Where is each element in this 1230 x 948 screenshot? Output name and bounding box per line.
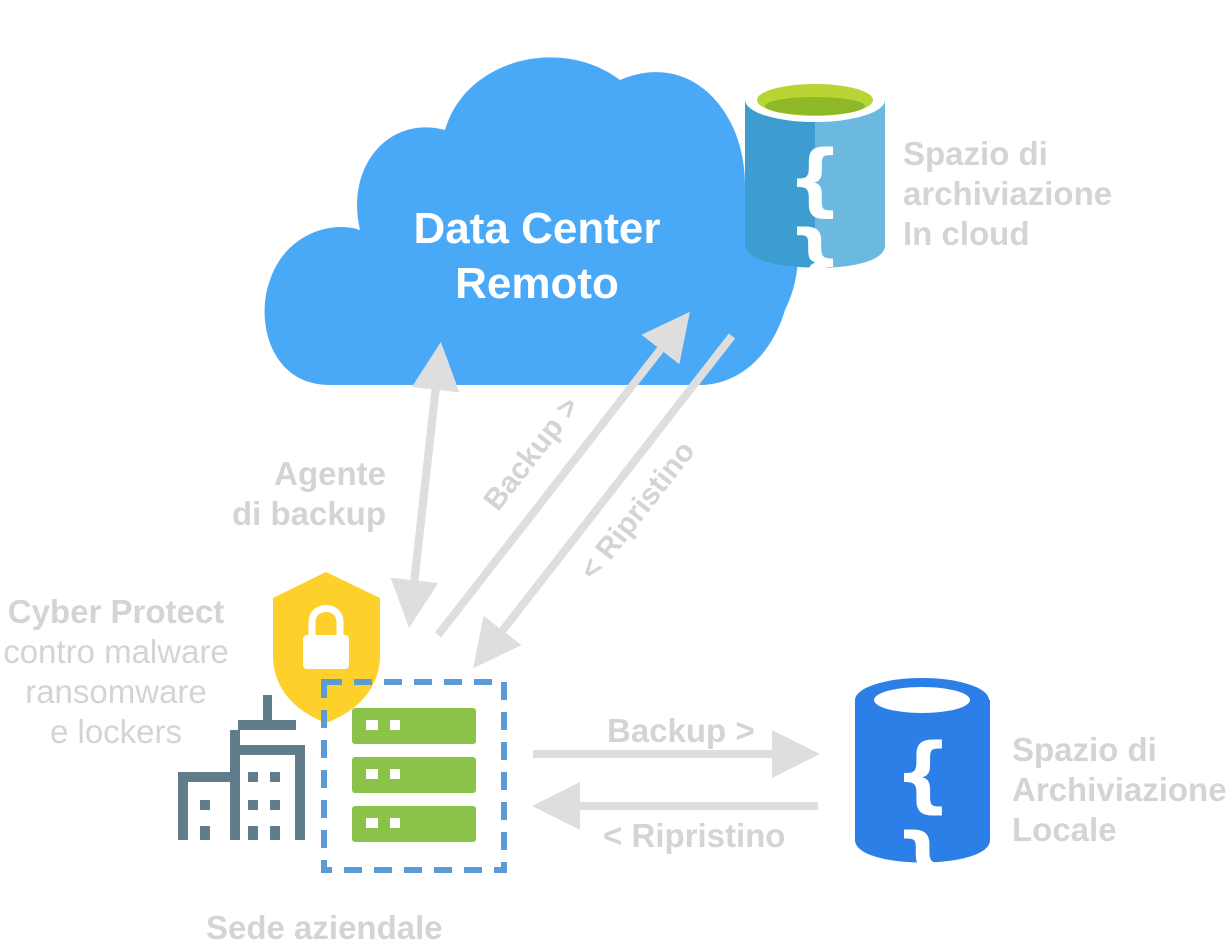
site-label: Sede aziendale	[206, 909, 443, 946]
local-db-braces: { }	[893, 727, 953, 912]
cloud-storage-line1: Spazio di	[903, 135, 1048, 172]
cyber-protect-label: Cyber Protect contro malware ransomware …	[0, 592, 232, 752]
cloud-title-line1: Data Center	[413, 204, 661, 253]
agent-line1: Agente	[274, 455, 386, 492]
cloud-storage-line2: archiviazione	[903, 175, 1113, 212]
arrows	[390, 311, 820, 830]
cloud-database-icon	[745, 78, 885, 268]
dashed-boundary	[321, 679, 507, 873]
cloud-title-line2: Remoto	[455, 259, 619, 308]
agent-arrow-down	[390, 349, 444, 628]
cloud-db-braces: { }	[787, 135, 843, 305]
agent-line2: di backup	[231, 495, 386, 532]
building-icon	[178, 695, 305, 840]
shield-lock-icon	[273, 572, 380, 723]
local-restore-label: < Ripristino	[603, 817, 786, 854]
cloud-restore-arrow	[473, 333, 736, 669]
cyber-protect-line3: ransomware	[25, 673, 207, 710]
server-stack-icon	[352, 708, 476, 842]
cloud-storage-label: Spazio di archiviazione In cloud	[903, 134, 1112, 254]
cloud-shape	[264, 57, 798, 386]
local-backup-label: Backup >	[607, 712, 755, 749]
local-database-icon	[855, 678, 990, 863]
cloud-title: Data Center Remoto	[337, 201, 737, 311]
cyber-protect-line2: contro malware	[3, 633, 229, 670]
local-storage-line3: Locale	[1012, 811, 1117, 848]
cloud-storage-line3: In cloud	[903, 215, 1030, 252]
agent-label: Agente di backup	[200, 454, 386, 534]
cyber-protect-title: Cyber Protect	[7, 593, 225, 630]
cyber-protect-line4: e lockers	[49, 713, 183, 750]
local-storage-line2: Archiviazione	[1012, 771, 1227, 808]
local-storage-line1: Spazio di	[1012, 731, 1157, 768]
local-storage-label: Spazio di Archiviazione Locale	[1012, 730, 1227, 850]
cloud-backup-arrow	[434, 311, 690, 638]
